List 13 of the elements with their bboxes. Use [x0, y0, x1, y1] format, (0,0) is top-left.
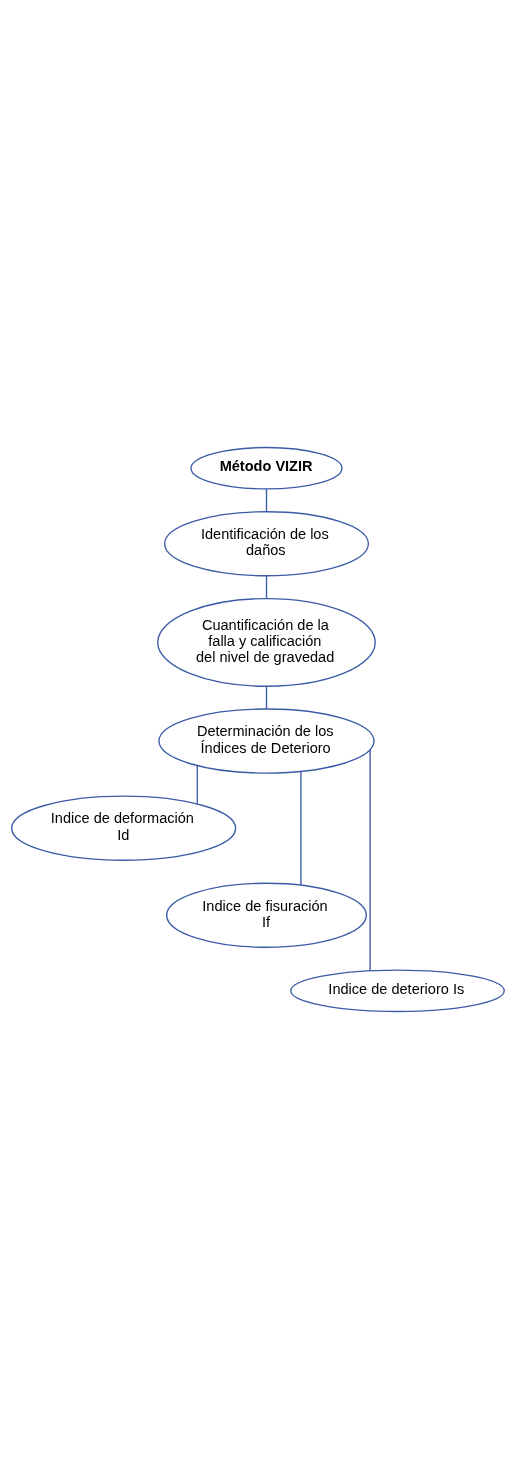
node-ellipse: Indice de deformación Id	[10, 795, 237, 861]
node-ellipse: Indice de deterioro Is	[290, 969, 505, 1013]
node-ellipse: Determinación de los Índices de Deterioro	[158, 708, 375, 774]
connector	[265, 685, 268, 710]
node-ellipse: Cuantificación de la falla y calificación del nivel de gravedad	[157, 597, 376, 687]
node-ellipse: Método VIZIR	[190, 446, 343, 490]
connector	[369, 749, 371, 972]
connector	[265, 488, 268, 513]
node-ellipse: Identificación de los daños	[163, 511, 370, 577]
connector	[300, 771, 302, 886]
connector	[265, 575, 268, 600]
node-ellipse: Indice de fisuración If	[166, 882, 367, 948]
connector	[196, 765, 198, 805]
